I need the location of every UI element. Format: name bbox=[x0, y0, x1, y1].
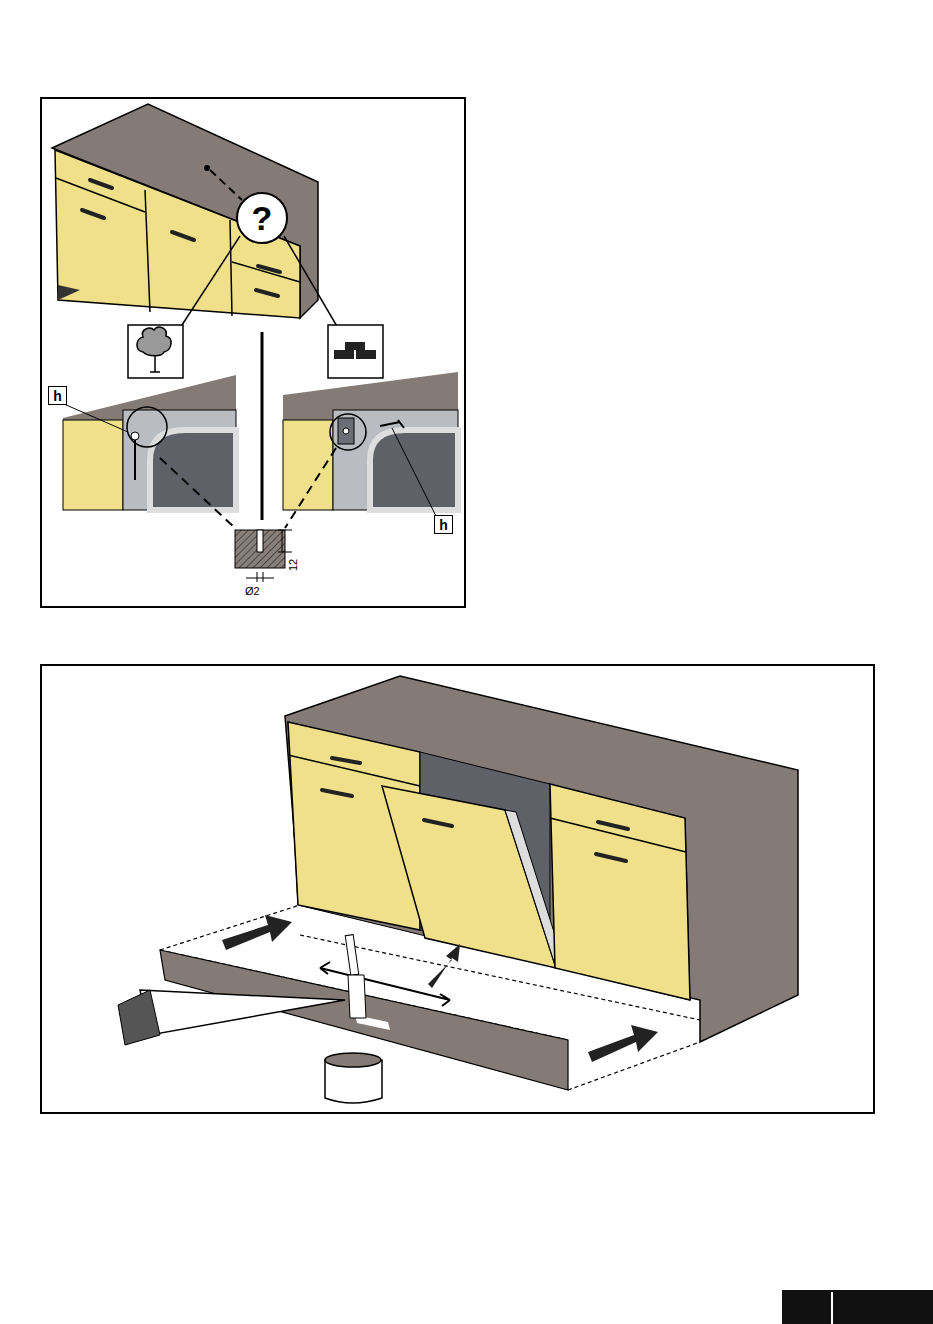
callout-box: h bbox=[434, 515, 453, 534]
question-circle: ? bbox=[236, 192, 288, 244]
callout-letter: h bbox=[53, 389, 62, 403]
callout-letter: h bbox=[439, 518, 448, 532]
callout-box: h bbox=[48, 386, 67, 405]
dimension-label: 12 bbox=[287, 559, 299, 571]
dimension-label: Ø2 bbox=[245, 585, 260, 597]
question-mark: ? bbox=[252, 201, 273, 235]
